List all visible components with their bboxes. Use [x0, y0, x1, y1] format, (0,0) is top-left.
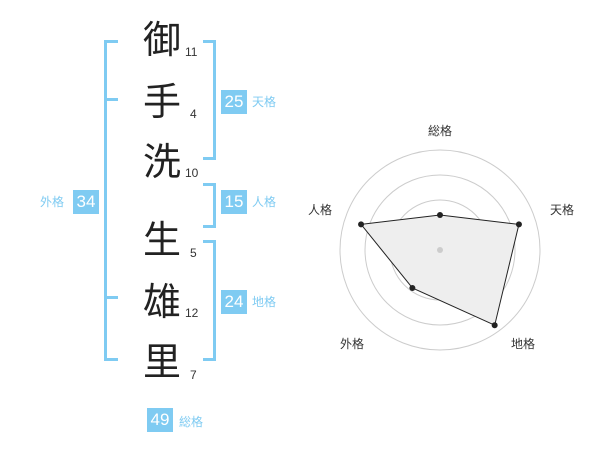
radar-label-chikaku: 地格	[511, 337, 536, 351]
stroke-count-2: 4	[190, 107, 197, 121]
stroke-count-3: 10	[185, 166, 199, 180]
stroke-count-5: 12	[185, 306, 199, 320]
radar-point	[515, 221, 522, 228]
name-char-2: 手	[142, 80, 181, 124]
radar-center-dot	[437, 247, 443, 253]
chikaku-value: 24	[221, 290, 247, 314]
jinkaku-value: 15	[221, 190, 247, 214]
soukaku-label: 総格	[179, 415, 204, 429]
radar-ring	[364, 174, 516, 326]
tenkaku-value: 25	[221, 90, 247, 114]
name-char-4: 生	[142, 218, 181, 262]
stroke-count-1: 11	[185, 45, 198, 59]
radar-polygon	[360, 214, 520, 326]
radar-point	[437, 212, 443, 218]
jinkaku-label: 人格	[252, 195, 277, 209]
soukaku-value: 49	[147, 408, 173, 432]
tenkaku-label: 天格	[252, 95, 277, 109]
radar-label-soukaku: 総格	[428, 124, 453, 138]
radar-point	[491, 322, 498, 329]
radar-ring	[339, 149, 541, 351]
radar-point	[358, 221, 365, 228]
stroke-count-6: 7	[190, 368, 197, 382]
name-char-1: 御	[142, 18, 181, 62]
name-char-5: 雄	[142, 280, 181, 324]
gaikaku-value: 34	[73, 190, 99, 214]
radar-point	[409, 285, 416, 292]
radar-label-tenkaku: 天格	[550, 203, 575, 217]
radar-label-jinkaku: 人格	[308, 203, 333, 217]
chikaku-label: 地格	[252, 295, 277, 309]
gaikaku-label: 外格	[40, 195, 65, 209]
name-char-6: 里	[142, 340, 181, 384]
stroke-count-4: 5	[190, 246, 197, 260]
name-char-3: 洗	[142, 140, 181, 184]
radar-label-gaikaku: 外格	[340, 337, 365, 351]
